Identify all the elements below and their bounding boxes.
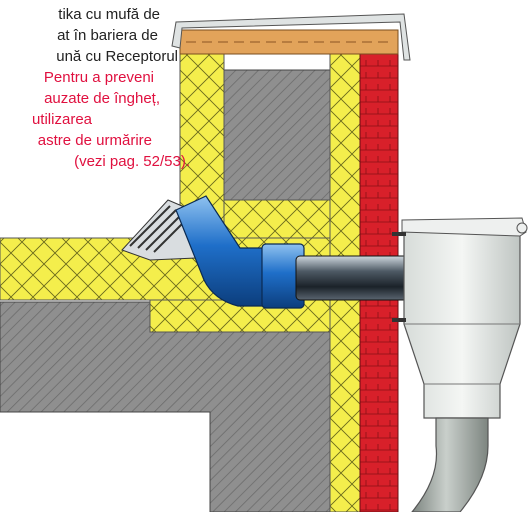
- metal-cap: [171, 13, 411, 61]
- concrete-slab: [0, 301, 331, 512]
- caption-line-5: auzate de îngheț,: [44, 90, 160, 107]
- rainwater-hopper: [403, 221, 521, 419]
- downpipe: [411, 417, 489, 512]
- hopper-bracket: [392, 232, 406, 236]
- caption-line-1: tika cu mufă de: [58, 6, 160, 23]
- parapet-insulation-inner: [223, 199, 331, 239]
- caption-line-6: utilizarea: [31, 111, 92, 128]
- caption-line-3: ună cu Receptorul: [56, 48, 178, 65]
- caption-line-8: (vezi pag. 52/53).: [74, 153, 190, 170]
- caption-text: tika cu mufă de at în bariera de ună cu …: [0, 4, 190, 172]
- caption-line-4: Pentru a preveni: [43, 69, 154, 86]
- caption-line-7: astre de urmărire: [37, 132, 152, 149]
- concrete-parapet: [223, 69, 331, 201]
- caption-line-2: at în bariera de: [57, 27, 158, 44]
